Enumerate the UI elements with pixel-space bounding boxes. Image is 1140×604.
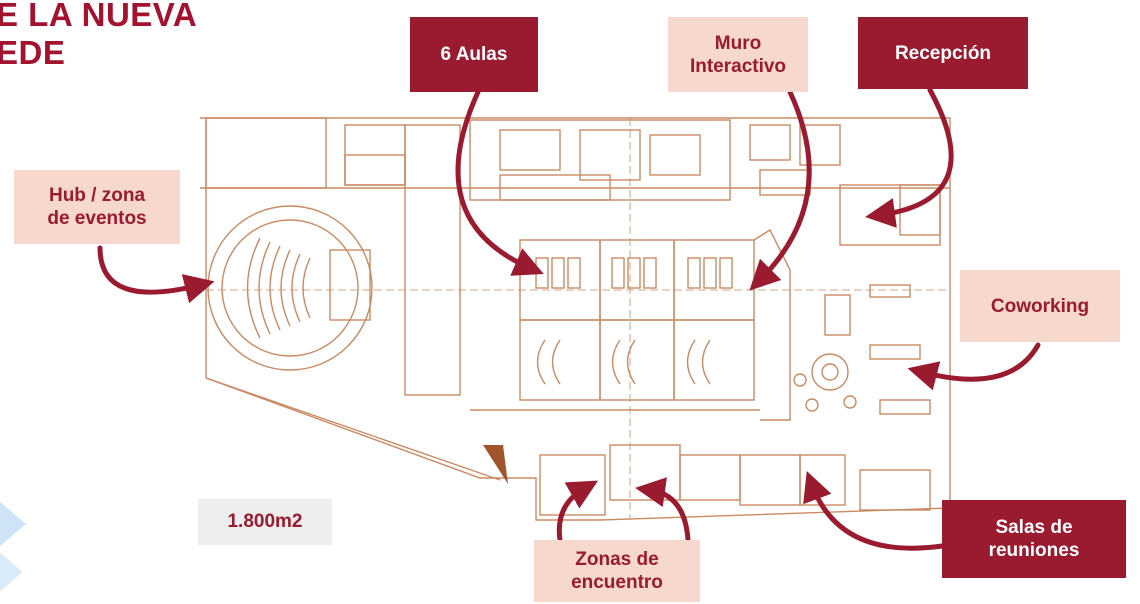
meeting-zone (539, 454, 606, 516)
building-outline (200, 117, 951, 521)
callout-coworking-label: Coworking (990, 295, 1090, 317)
arrow-hub (97, 245, 215, 304)
area-value: 1.800m2 (227, 511, 303, 532)
blue-chevron-decoration (0, 502, 26, 592)
callout-hub-line-2: de eventos (47, 208, 147, 229)
callout-salas-reuniones: Salas de reuniones (942, 500, 1126, 578)
arrow-salas (803, 470, 945, 551)
callout-zonas-encuentro: Zonas de encuentro (534, 540, 700, 602)
callout-6-aulas-label: 6 Aulas (440, 44, 508, 65)
arrow-coworking (907, 342, 1041, 391)
arrow-aulas (455, 89, 544, 276)
arrow-zonas-left (556, 480, 599, 543)
callout-recepcion-label: Recepción (894, 42, 992, 64)
page-title: E LA NUEVA EDE (0, 0, 197, 72)
arrow-zonas-right (635, 477, 691, 543)
callout-hub-zona-eventos: Hub / zona de eventos (14, 170, 180, 244)
callout-coworking: Coworking (960, 270, 1120, 342)
callout-hub-line-1: Hub / zona (48, 185, 146, 206)
callout-recepcion: Recepción (858, 17, 1028, 89)
arrow-muro (749, 89, 812, 291)
callout-muro-interactivo: Muro Interactivo (668, 17, 808, 92)
callout-salas-line-2: reuniones (988, 540, 1080, 561)
title-line-1: E LA NUEVA (0, 0, 198, 33)
arrow-recepcion (865, 87, 954, 228)
title-line-2: EDE (0, 34, 66, 71)
callout-zonas-line-2: encuentro (571, 572, 663, 593)
area-label: 1.800m2 (198, 499, 332, 545)
callout-zonas-line-1: Zonas de (575, 549, 659, 570)
callout-muro-line-2: Interactivo (689, 55, 787, 77)
callout-muro-line-1: Muro (714, 32, 762, 54)
callout-salas-line-1: Salas de (995, 517, 1073, 538)
callout-6-aulas: 6 Aulas (410, 17, 538, 92)
